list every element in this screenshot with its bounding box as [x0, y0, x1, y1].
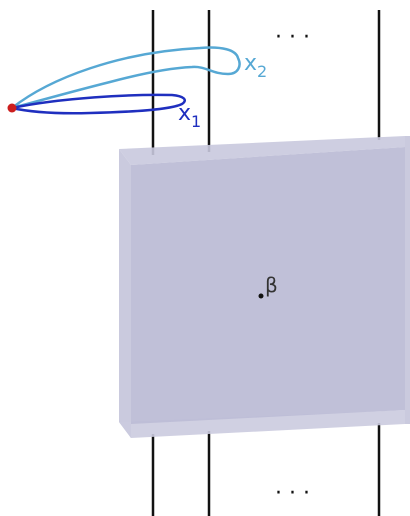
box-left-face: [119, 149, 131, 438]
box-right-face: [405, 136, 410, 424]
label-x1-main: x: [178, 101, 191, 126]
label-x2: x2: [244, 51, 267, 81]
base-point: [7, 103, 17, 113]
loop-x1: [10, 93, 186, 115]
label-x2-sub: 2: [257, 62, 267, 81]
box-bottom-face: [119, 410, 405, 438]
strands-top: [151, 10, 381, 155]
strands-bottom: [151, 423, 381, 516]
box-front-face: [131, 147, 405, 424]
dots-bottom: · · ·: [275, 481, 310, 506]
label-x1-sub: 1: [191, 112, 201, 131]
dots-top: · · ·: [275, 25, 310, 50]
label-x1: x1: [178, 101, 201, 131]
box-top-face: [119, 136, 405, 165]
beta-box: [119, 136, 410, 438]
beta-label: β: [265, 273, 278, 297]
loop-x2: [10, 46, 241, 110]
beta-point: [258, 293, 264, 299]
label-x2-main: x: [244, 51, 257, 76]
